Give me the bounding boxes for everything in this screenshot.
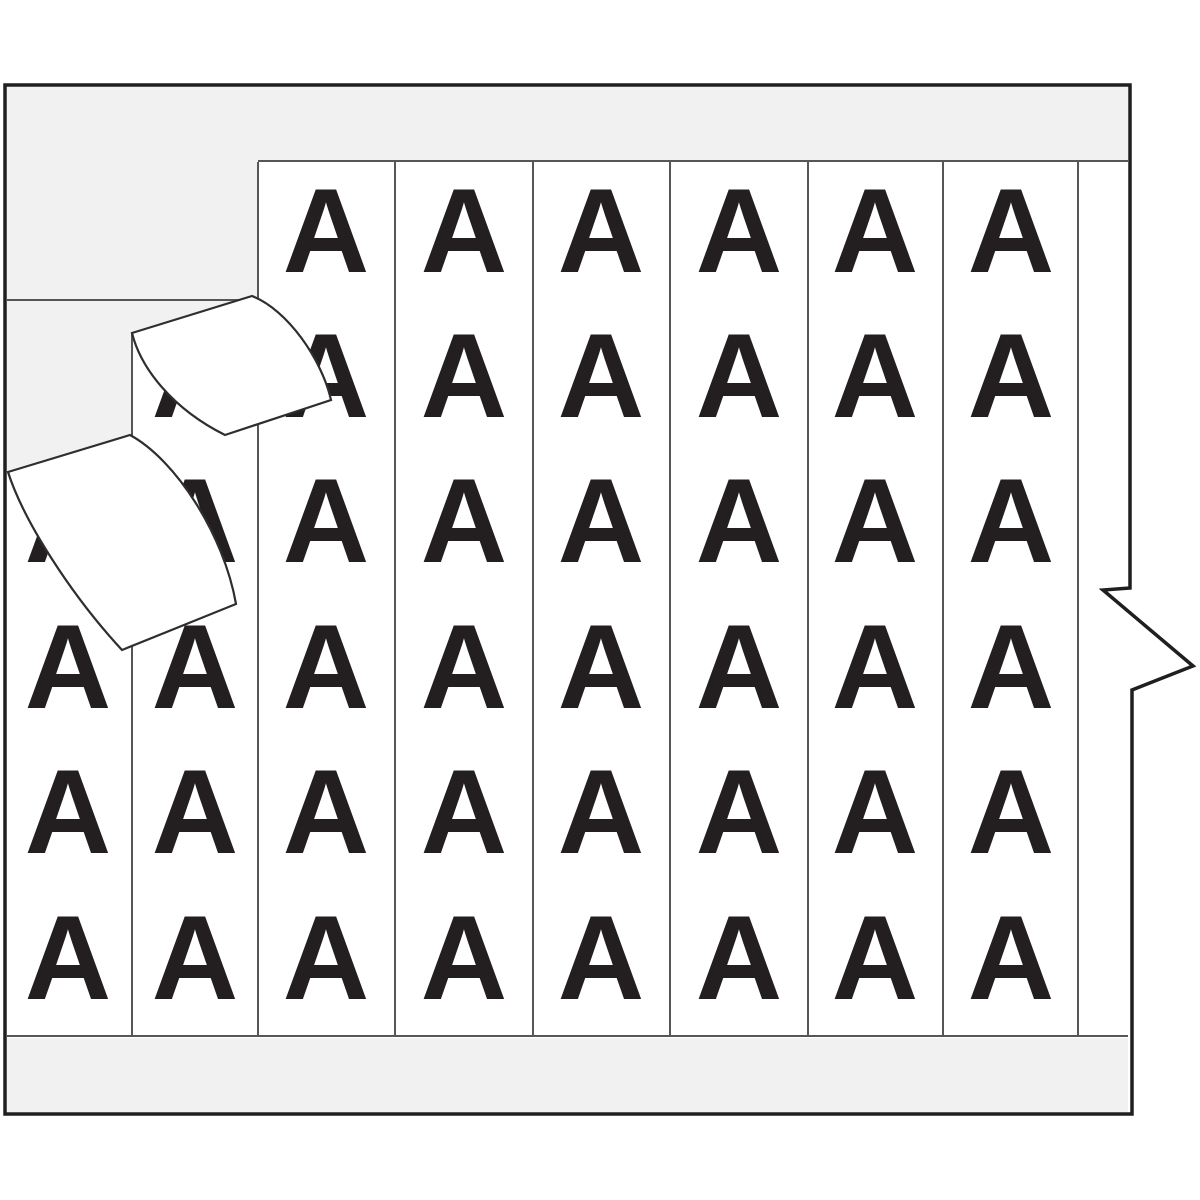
marker-letter: A <box>968 745 1055 879</box>
marker-letter: A <box>283 454 370 588</box>
marker-letter: A <box>558 164 645 298</box>
peeling-label-bottom <box>6 433 238 652</box>
peeling-label-top <box>130 294 333 437</box>
backing-peeled-area <box>7 87 258 474</box>
marker-letter: A <box>421 309 508 443</box>
marker-letter: A <box>696 454 783 588</box>
marker-letter: A <box>421 164 508 298</box>
marker-letter: A <box>283 891 370 1025</box>
marker-letter: A <box>283 164 370 298</box>
marker-letter: A <box>832 309 919 443</box>
marker-letter: A <box>421 745 508 879</box>
marker-letter: A <box>421 600 508 734</box>
marker-letter: A <box>832 891 919 1025</box>
marker-letter: A <box>696 164 783 298</box>
marker-letter: A <box>696 745 783 879</box>
marker-letter: A <box>968 454 1055 588</box>
marker-letter: A <box>152 745 239 879</box>
marker-letter: A <box>832 745 919 879</box>
marker-letter: A <box>968 600 1055 734</box>
marker-letter: A <box>968 891 1055 1025</box>
marker-letter: A <box>968 164 1055 298</box>
marker-letter: A <box>832 600 919 734</box>
marker-letter: A <box>558 745 645 879</box>
marker-letter: A <box>283 745 370 879</box>
letter-grid: AAAAAAAAAAAAAAAAAAAAAAAAAAAAAAAAAAAAAAAA… <box>25 164 1055 1025</box>
marker-letter: A <box>558 454 645 588</box>
marker-letter: A <box>25 745 112 879</box>
marker-letter: A <box>558 600 645 734</box>
marker-letter: A <box>696 891 783 1025</box>
marker-letter: A <box>558 891 645 1025</box>
marker-letter: A <box>152 891 239 1025</box>
backing-bottom-band <box>7 1038 1128 1112</box>
marker-letter: A <box>421 454 508 588</box>
marker-letter: A <box>421 891 508 1025</box>
marker-letter: A <box>696 309 783 443</box>
marker-letter: A <box>25 891 112 1025</box>
marker-letter: A <box>832 454 919 588</box>
marker-letter: A <box>558 309 645 443</box>
marker-letter: A <box>283 600 370 734</box>
marker-letter: A <box>968 309 1055 443</box>
marker-letter: A <box>696 600 783 734</box>
marker-letter: A <box>832 164 919 298</box>
